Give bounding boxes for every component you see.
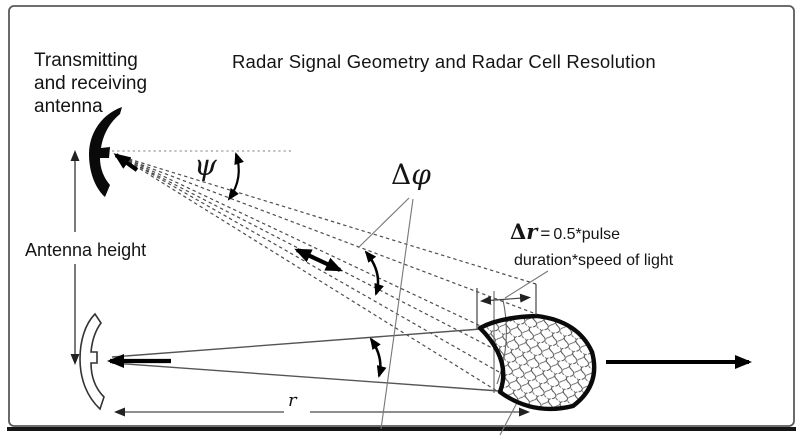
delta-r-pointer-line [504,270,549,299]
received-signal-arrow [113,153,139,172]
delta-phi-pointer-upper [357,197,410,249]
radar-cell-outline [477,313,597,412]
delta-phi-pointer-lower [380,198,414,430]
lower-beam-lines [111,328,500,392]
beam-dashed-lines [128,158,537,392]
pulse-travel-arrow [294,248,343,272]
top-antenna-icon [89,107,122,197]
figure-frame [8,5,795,427]
psi-angle-arc [227,152,244,201]
delta-phi-arc-upper [364,250,384,296]
cell-range-arc [496,299,507,385]
radar-cell [477,291,597,412]
delta-phi-arc-lower [369,337,387,378]
delta-r-extent-arrow [476,284,537,329]
bottom-antenna-icon [79,312,105,411]
radar-cell-hatch [480,316,595,409]
